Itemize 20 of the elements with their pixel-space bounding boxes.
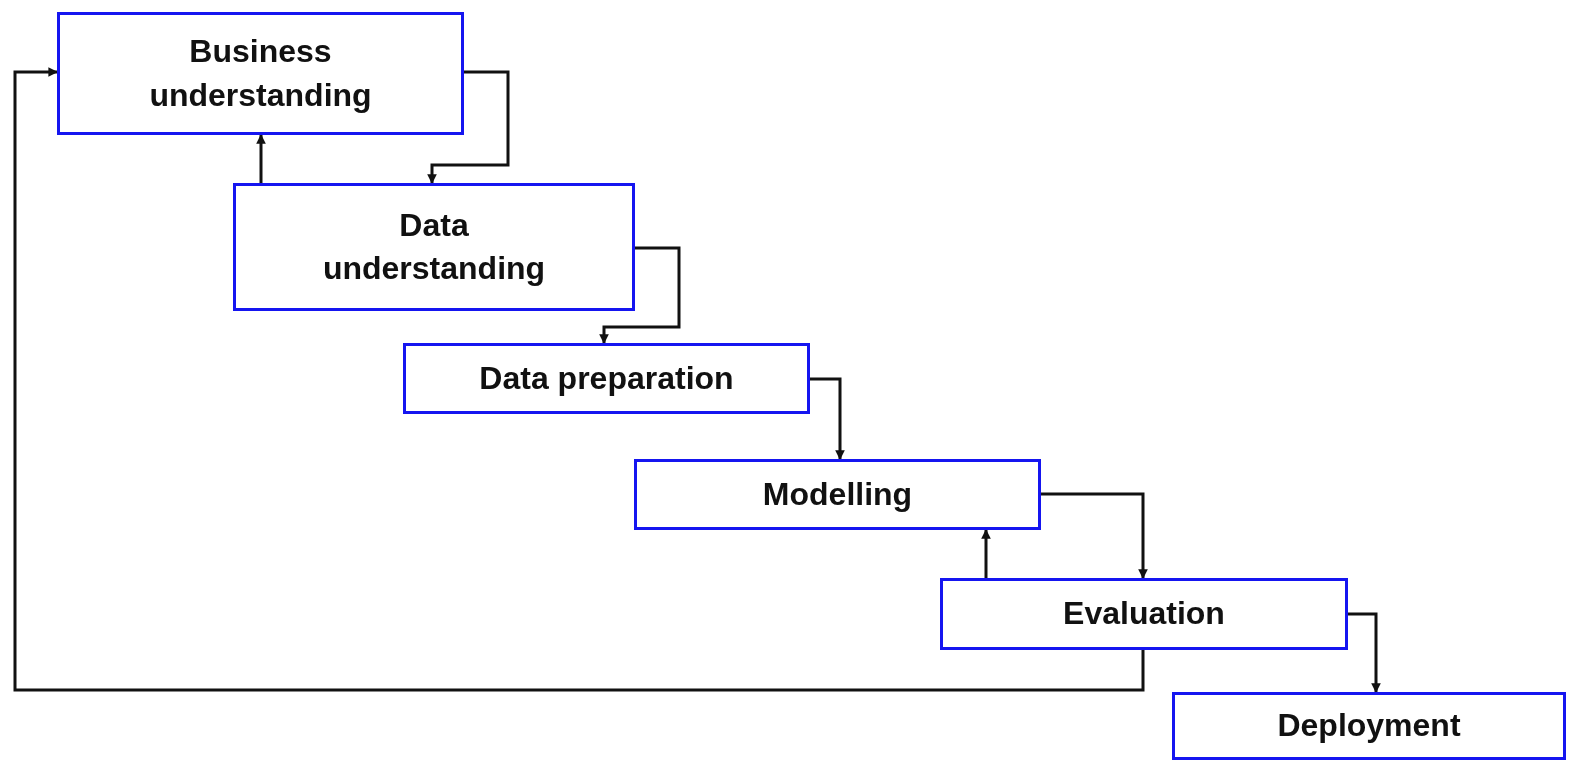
arrow bbox=[981, 529, 991, 578]
process-box bbox=[403, 343, 810, 414]
arrow bbox=[13, 67, 1145, 692]
step-label: Data preparation bbox=[479, 358, 734, 398]
step-label: Data understanding bbox=[321, 205, 547, 288]
process-box bbox=[57, 12, 464, 135]
arrow bbox=[256, 134, 266, 183]
arrow bbox=[810, 377, 845, 460]
step-label: Deployment bbox=[1277, 706, 1461, 746]
step-label: Business understanding bbox=[148, 32, 373, 115]
process-box bbox=[940, 578, 1348, 650]
process-box bbox=[634, 459, 1041, 530]
process-box bbox=[233, 183, 635, 311]
process-box bbox=[1172, 692, 1566, 760]
arrow bbox=[1348, 612, 1381, 693]
step-label: Modelling bbox=[762, 474, 913, 514]
arrow bbox=[599, 246, 681, 344]
step-label: Evaluation bbox=[1063, 594, 1225, 634]
arrow bbox=[1041, 492, 1148, 579]
arrow bbox=[427, 70, 510, 184]
